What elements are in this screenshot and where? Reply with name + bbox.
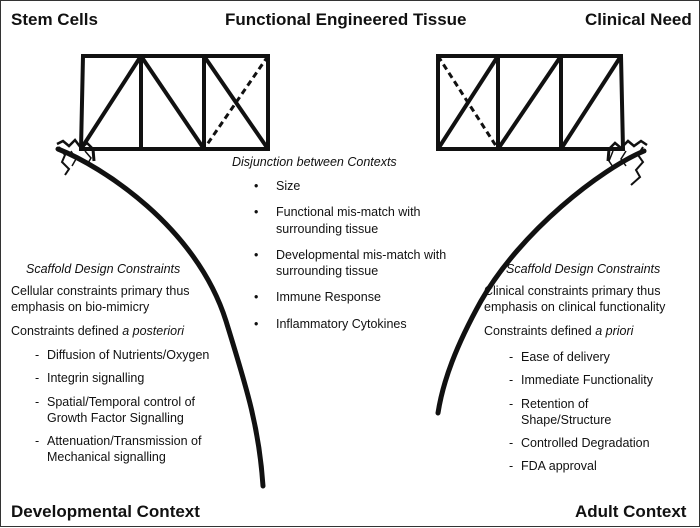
- bullet-icon: -: [509, 459, 514, 474]
- left-scaffold-title: Scaffold Design Constraints: [26, 262, 181, 276]
- list-item-text: Functional mis-match with surrounding ti…: [276, 205, 421, 236]
- bullet-icon: -: [35, 348, 40, 362]
- right-truss-diagonal-2: [496, 54, 563, 151]
- list-item-text: Immediate Functionality: [521, 373, 654, 388]
- adult-context-heading: Adult Context: [575, 502, 687, 521]
- bullet-icon: -: [35, 394, 40, 409]
- left-bank-curve: [55, 146, 266, 489]
- bullet-icon: -: [509, 350, 514, 364]
- list-item: • Size: [254, 178, 454, 194]
- right-truss: [436, 54, 626, 151]
- left-truss: [78, 54, 270, 151]
- list-item: -Ease of delivery: [509, 349, 689, 365]
- bullet-icon: •: [254, 247, 259, 262]
- list-item-text: Attenuation/Transmission of Mechanical s…: [47, 434, 202, 465]
- right-intro-line-1: Clinical constraints primary thus: [484, 284, 661, 298]
- right-list-container: -Ease of delivery -Immediate Functionali…: [509, 349, 689, 482]
- list-item-text: Immune Response: [276, 290, 381, 305]
- bullet-icon: •: [254, 316, 259, 331]
- functional-engineered-tissue-heading: Functional Engineered Tissue: [225, 10, 467, 29]
- list-item: -Immediate Functionality: [509, 372, 689, 388]
- left-constraints-prefix: Constraints defined: [11, 324, 123, 338]
- bullet-icon: -: [35, 371, 40, 386]
- right-constraints-prefix: Constraints defined: [484, 324, 596, 338]
- disjunction-list: • Size • Functional mis-match with surroun…: [254, 178, 454, 332]
- bullet-icon: •: [254, 179, 259, 193]
- list-item-text: Developmental mis-match with surrounding…: [276, 247, 447, 278]
- right-constraints-emph: a priori: [595, 324, 634, 338]
- right-constraints-list: -Ease of delivery -Immediate Functionali…: [509, 349, 689, 475]
- list-item-text: Ease of delivery: [521, 350, 610, 364]
- left-constraints-line: Constraints defined a posteriori: [11, 323, 184, 339]
- list-item-text: Inflammatory Cytokines: [276, 316, 407, 331]
- disjunction-title: Disjunction between Contexts: [232, 155, 397, 169]
- left-list-container: -Diffusion of Nutrients/Oxygen -Integrin…: [35, 347, 225, 473]
- bullet-icon: -: [509, 436, 514, 450]
- bullet-icon: •: [254, 205, 259, 220]
- list-item-text: Size: [276, 179, 301, 193]
- left-constraints-emph: a posteriori: [122, 324, 185, 338]
- bullet-icon: -: [35, 434, 40, 448]
- list-item-text: Spatial/Temporal control of Growth Facto…: [47, 394, 195, 425]
- left-intro-line-1: Cellular constraints primary thus: [11, 284, 190, 298]
- list-item: -Spatial/Temporal control of Growth Fact…: [35, 394, 225, 427]
- list-item: -Diffusion of Nutrients/Oxygen: [35, 347, 225, 363]
- left-intro-line-2: emphasis on bio-mimicry: [11, 300, 150, 314]
- right-intro-line-2: emphasis on clinical functionality: [484, 300, 666, 314]
- list-item: • Developmental mis-match with surroundin…: [254, 247, 454, 280]
- right-truss-diagonal-3: [559, 54, 623, 151]
- list-item: -Controlled Degradation: [509, 435, 689, 451]
- list-item: • Inflammatory Cytokines: [254, 316, 454, 332]
- list-item-text: Retention of Shape/Structure: [521, 396, 612, 427]
- list-item: • Functional mis-match with surrounding t…: [254, 204, 454, 237]
- right-constraints-line: Constraints defined a priori: [484, 323, 633, 339]
- right-abutment: [606, 139, 648, 186]
- right-truss-diagonal-1: [436, 54, 500, 151]
- right-bank-curve: [435, 148, 647, 416]
- list-item: -FDA approval: [509, 458, 689, 474]
- list-item: -Attenuation/Transmission of Mechanical …: [35, 433, 225, 466]
- left-constraints-list: -Diffusion of Nutrients/Oxygen -Integrin…: [35, 347, 225, 466]
- developmental-context-heading: Developmental Context: [11, 502, 200, 521]
- left-truss-diagonal-2: [139, 54, 206, 151]
- left-truss-diagonal-1: [79, 54, 143, 151]
- list-item-text: Diffusion of Nutrients/Oxygen: [47, 348, 210, 362]
- right-scaffold-title: Scaffold Design Constraints: [506, 262, 661, 276]
- list-item-text: FDA approval: [521, 459, 597, 474]
- left-truss-dashed-diagonal: [202, 55, 270, 150]
- disjunction-list-container: • Size • Functional mis-match with surroun…: [254, 178, 454, 342]
- bullet-icon: -: [509, 373, 514, 388]
- stem-cells-heading: Stem Cells: [11, 10, 98, 29]
- list-item: -Integrin signalling: [35, 370, 225, 386]
- list-item-text: Controlled Degradation: [521, 436, 650, 450]
- list-item-text: Integrin signalling: [47, 371, 145, 386]
- list-item: • Immune Response: [254, 289, 454, 305]
- list-item: -Retention of Shape/Structure: [509, 396, 631, 429]
- left-truss-diagonal-3: [202, 54, 270, 151]
- bullet-icon: -: [509, 396, 514, 411]
- bullet-icon: •: [254, 290, 259, 305]
- clinical-need-heading: Clinical Need: [585, 10, 692, 29]
